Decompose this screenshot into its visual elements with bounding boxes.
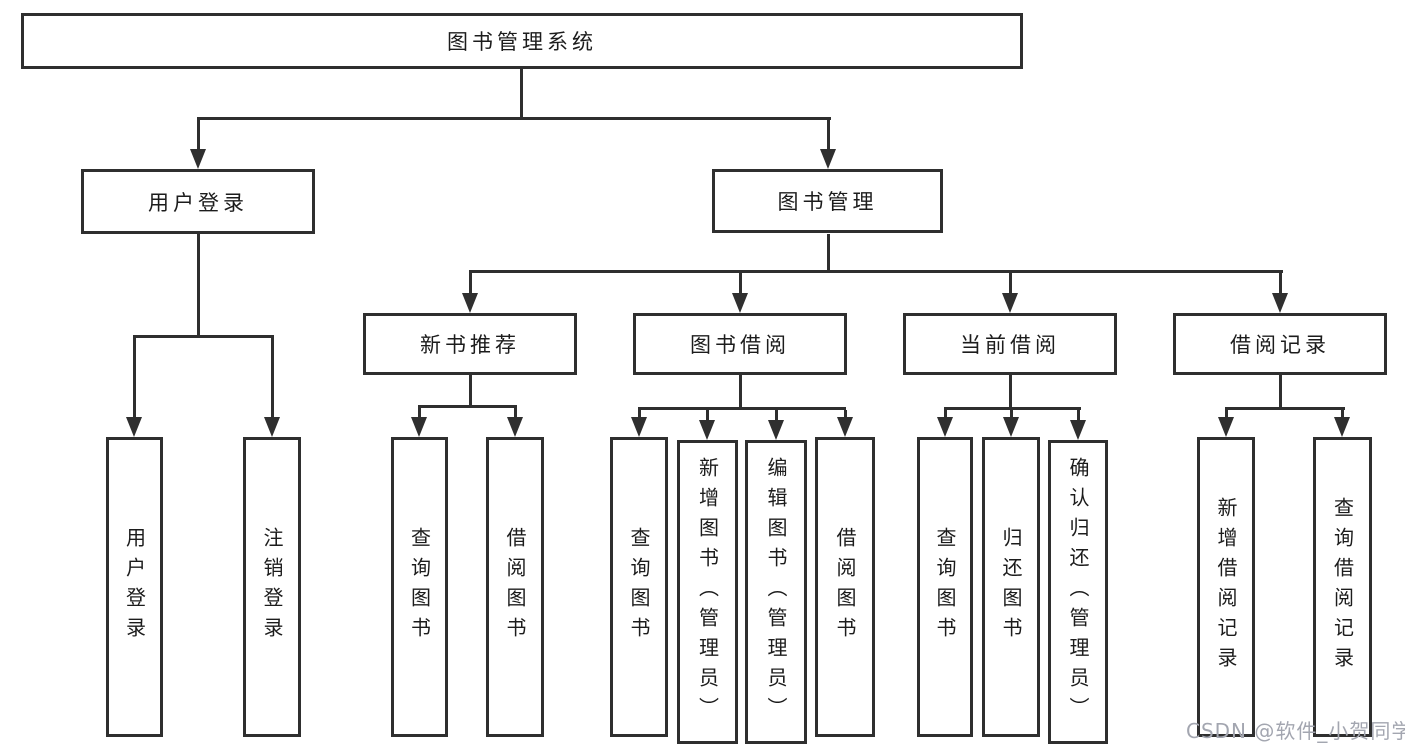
csdn-watermark: CSDN @软件_小贺同学 [1186, 719, 1405, 743]
arrowhead-user-login [190, 149, 206, 169]
connector-drop-leaf-logout [271, 338, 274, 419]
connector-drop-bor-edit [775, 410, 778, 422]
leaf-current-query-books-label: 查询图书 [933, 527, 957, 647]
connector-new-rec-stem [469, 375, 472, 405]
leaf-current-return-books-label: 归还图书 [999, 527, 1023, 647]
leaf-borrowing-borrow-books: 借阅图书 [815, 437, 875, 737]
node-root-label: 图书管理系统 [447, 30, 597, 54]
node-root: 图书管理系统 [21, 13, 1023, 69]
node-book-management-label: 图书管理 [777, 190, 878, 214]
connector-book-mgmt-stem [827, 234, 830, 270]
connector-root-stem [520, 69, 523, 117]
connector-drop-borrowing [739, 273, 742, 295]
leaf-current-confirm-return-admin-label: 确认归还（管理员） [1066, 457, 1090, 727]
leaf-current-return-books: 归还图书 [982, 437, 1040, 737]
leaf-recommend-borrow-books-label: 借阅图书 [503, 527, 527, 647]
connector-current-stem [1009, 375, 1012, 407]
connector-drop-leaf-user-login [133, 338, 136, 419]
leaf-recommend-query-books: 查询图书 [391, 437, 448, 737]
connector-drop-rec-query [418, 408, 421, 419]
leaf-borrowing-edit-books-admin: 编辑图书（管理员） [745, 440, 807, 744]
connector-drop-rec-query-record [1341, 410, 1344, 419]
connector-new-rec-rail [418, 405, 517, 408]
arrowhead-bor-add [699, 420, 715, 440]
arrowhead-current [1002, 293, 1018, 313]
leaf-borrowing-add-books-admin-label: 新增图书（管理员） [695, 457, 720, 727]
connector-drop-cur-query [944, 410, 947, 419]
leaf-current-confirm-return-admin: 确认归还（管理员） [1048, 440, 1108, 744]
leaf-user-login-label: 用户登录 [122, 527, 147, 647]
arrowhead-rec-borrow [507, 417, 523, 437]
leaf-borrowing-borrow-books-label: 借阅图书 [833, 527, 857, 647]
arrowhead-records [1272, 293, 1288, 313]
arrowhead-rec-query-record [1334, 417, 1350, 437]
arrowhead-cur-return [1003, 417, 1019, 437]
leaf-add-borrow-record-label: 新增借阅记录 [1214, 497, 1238, 677]
connector-drop-bor-borrow [844, 410, 847, 419]
connector-drop-records [1279, 273, 1282, 295]
leaf-borrowing-query-books: 查询图书 [610, 437, 668, 737]
leaf-borrowing-add-books-admin: 新增图书（管理员） [677, 440, 738, 744]
node-current-borrowing: 当前借阅 [903, 313, 1117, 375]
node-user-login-label: 用户登录 [148, 190, 248, 215]
arrowhead-bor-edit [768, 420, 784, 440]
node-book-borrowing-label: 图书借阅 [690, 333, 790, 357]
connector-drop-bor-add [706, 410, 709, 422]
arrowhead-borrowing [732, 293, 748, 313]
node-book-borrowing: 图书借阅 [633, 313, 847, 375]
connector-drop-rec-borrow [514, 408, 517, 419]
leaf-recommend-query-books-label: 查询图书 [407, 527, 432, 647]
node-new-book-recommend-label: 新书推荐 [420, 333, 520, 357]
arrowhead-new-rec [462, 293, 478, 313]
connector-records-rail [1225, 407, 1345, 410]
arrowhead-book-mgmt [820, 149, 836, 169]
connector-drop-rec-add-record [1225, 410, 1228, 419]
connector-user-login-stem [197, 234, 200, 335]
leaf-add-borrow-record: 新增借阅记录 [1197, 437, 1255, 737]
node-borrowing-records-label: 借阅记录 [1230, 333, 1330, 357]
arrowhead-cur-query [937, 417, 953, 437]
node-new-book-recommend: 新书推荐 [363, 313, 577, 375]
node-current-borrowing-label: 当前借阅 [960, 333, 1060, 357]
connector-level3-rail [469, 270, 1283, 273]
node-book-management: 图书管理 [712, 169, 943, 233]
leaf-query-borrow-record: 查询借阅记录 [1313, 437, 1372, 737]
connector-records-stem [1279, 375, 1282, 407]
node-user-login: 用户登录 [81, 169, 315, 234]
leaf-logout-label: 注销登录 [260, 527, 284, 647]
connector-drop-cur-return [1010, 410, 1013, 419]
node-borrowing-records: 借阅记录 [1173, 313, 1387, 375]
connector-borrowing-rail [638, 407, 846, 410]
connector-drop-book-mgmt [827, 117, 830, 152]
arrowhead-rec-add-record [1218, 417, 1234, 437]
leaf-query-borrow-record-label: 查询借阅记录 [1330, 497, 1355, 677]
leaf-borrowing-edit-books-admin-label: 编辑图书（管理员） [764, 457, 788, 727]
connector-level2-rail [197, 117, 831, 120]
arrowhead-bor-borrow [837, 417, 853, 437]
arrowhead-cur-confirm [1070, 420, 1086, 440]
connector-current-rail [944, 407, 1081, 410]
connector-drop-cur-confirm [1077, 410, 1080, 422]
connector-drop-current [1009, 273, 1012, 295]
arrowhead-leaf-logout [264, 417, 280, 437]
leaf-borrowing-query-books-label: 查询图书 [627, 527, 651, 647]
connector-user-login-rail [133, 335, 274, 338]
connector-drop-user-login [197, 117, 200, 152]
connector-drop-new-rec [469, 273, 472, 295]
leaf-user-login: 用户登录 [106, 437, 163, 737]
arrowhead-bor-query [631, 417, 647, 437]
connector-drop-bor-query [638, 410, 641, 419]
leaf-recommend-borrow-books: 借阅图书 [486, 437, 544, 737]
leaf-current-query-books: 查询图书 [917, 437, 973, 737]
arrowhead-leaf-user-login [126, 417, 142, 437]
connector-borrowing-stem [739, 375, 742, 407]
arrowhead-rec-query [411, 417, 427, 437]
leaf-logout: 注销登录 [243, 437, 301, 737]
